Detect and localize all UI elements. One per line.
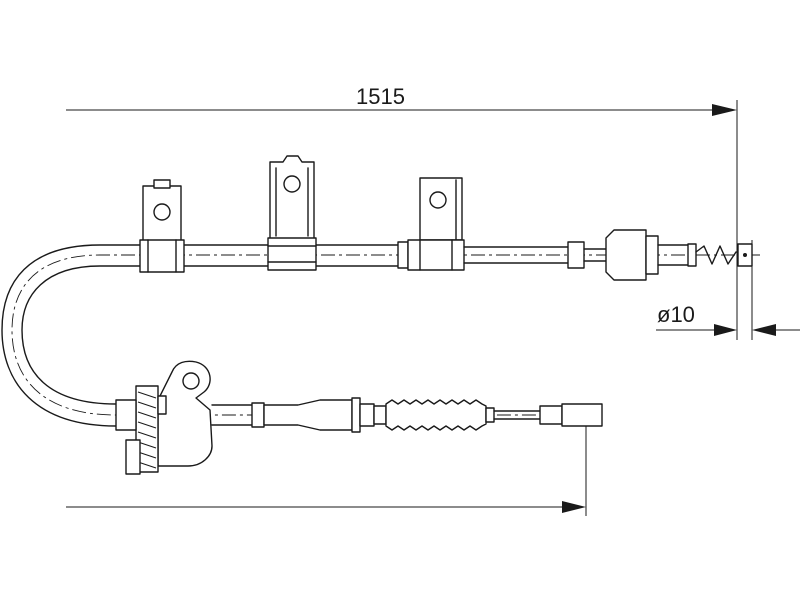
bottom-arrowhead [562,501,586,513]
bracket-1-clamp [139,239,185,273]
fitting-ring [397,241,409,269]
lower-bracket-hole [182,372,200,390]
bracket-3-hole [429,191,447,209]
bracket-3 [397,177,465,271]
lower-ferrule [263,399,353,431]
grommet-foot [125,439,141,475]
end-cap-collar [645,235,659,275]
lower-run [211,397,603,433]
lower-bracket-plate [157,360,213,467]
bracket-2 [267,155,317,271]
lower-bracket [115,360,213,475]
lower-sleeve [251,402,265,428]
boot-end [485,407,495,423]
bracket-2-clamp [267,237,317,271]
length-label: 1515 [356,84,405,109]
cable-centerline [11,254,760,416]
bellows-boot [385,399,487,431]
grommet-hatch [137,391,157,469]
cable-inner-line [21,265,144,405]
length-dimension: 1515 [66,84,738,340]
end-cap [605,229,647,281]
diameter-dimension: ø10 [656,240,800,340]
end-spring [695,245,737,265]
cable-sheath [1,244,760,427]
sleeve [567,241,585,269]
bracket-2-hole [283,175,301,193]
lower-end-fitting [561,403,603,427]
lower-ferrule-collar [351,397,361,433]
cable-outer-line [1,244,144,427]
grommet-ring [157,395,167,415]
fitting-body [407,239,465,271]
bracket-1-hole [153,203,171,221]
diameter-left-arrowhead [714,324,737,336]
upper-end-fitting [463,229,753,281]
diameter-label: ø10 [657,302,695,327]
lower-nut [359,403,375,427]
end-nipple-dot [743,253,747,257]
lower-nut-2 [373,405,387,425]
bracket-1-tab [153,179,171,189]
end-nut [687,243,697,267]
length-arrowhead [712,104,737,116]
grommet-collar [115,399,137,431]
diameter-right-arrowhead [752,324,776,336]
bracket-1 [139,179,185,273]
lower-end-nipple [539,405,563,425]
